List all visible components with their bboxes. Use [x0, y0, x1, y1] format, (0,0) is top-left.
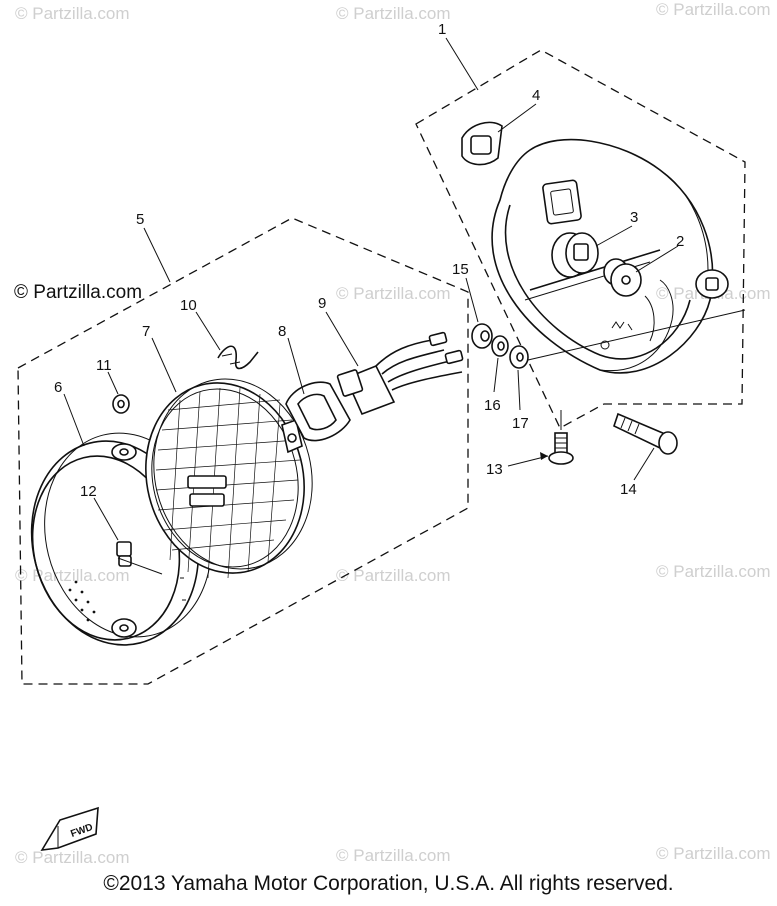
- copyright-notice: ©2013 Yamaha Motor Corporation, U.S.A. A…: [103, 872, 674, 895]
- bolt-13: [548, 410, 574, 465]
- watermark: © Partzilla.com: [14, 282, 143, 303]
- washer-16: [491, 335, 509, 357]
- headlight-housing: [491, 138, 729, 374]
- watermark: © Partzilla.com: [336, 846, 451, 865]
- callout-1: 1: [438, 21, 446, 38]
- callout-numbers: 1 2 3 4 5 6 7 8 9 10 11 12 13 14 15 16 1…: [54, 21, 684, 500]
- callout-13: 13: [486, 461, 503, 478]
- grommet-2: [603, 258, 642, 297]
- bulb-socket: [281, 418, 303, 454]
- group-outline-housing: [415, 49, 746, 429]
- bulb-boot-8: [285, 381, 351, 442]
- washer-17: [509, 345, 529, 369]
- forward-direction-icon: FWD: [40, 806, 99, 851]
- headlight-lens-unit: [145, 378, 313, 579]
- callout-14: 14: [620, 481, 637, 498]
- watermark: © Partzilla.com: [336, 4, 451, 23]
- bulb-connector-9: [336, 331, 464, 416]
- callout-6: 6: [54, 379, 62, 396]
- callout-5: 5: [136, 211, 144, 228]
- bolt-14: [613, 412, 678, 455]
- callout-8: 8: [278, 323, 286, 340]
- callout-17: 17: [512, 415, 529, 432]
- nut-15: [471, 323, 493, 349]
- callout-4: 4: [532, 87, 540, 104]
- watermark: © Partzilla.com: [656, 844, 771, 863]
- callout-12: 12: [80, 483, 97, 500]
- callout-10: 10: [180, 297, 197, 314]
- watermark: © Partzilla.com: [15, 566, 130, 585]
- watermark: © Partzilla.com: [656, 0, 771, 19]
- grommet-3: [551, 232, 599, 278]
- watermark: © Partzilla.com: [15, 4, 130, 23]
- watermark: © Partzilla.com: [336, 284, 451, 303]
- callout-16: 16: [484, 397, 501, 414]
- watermark: © Partzilla.com: [15, 848, 130, 867]
- callout-9: 9: [318, 295, 326, 312]
- spring-10: [217, 345, 259, 370]
- grommet-4: [461, 121, 503, 166]
- screw-11: [112, 394, 130, 414]
- callout-leaders: [63, 37, 679, 575]
- callout-2: 2: [676, 233, 684, 250]
- watermark: © Partzilla.com: [336, 566, 451, 585]
- callout-3: 3: [630, 209, 638, 226]
- callout-7: 7: [142, 323, 150, 340]
- callout-15: 15: [452, 261, 469, 278]
- callout-11: 11: [96, 357, 112, 374]
- watermark: © Partzilla.com: [656, 562, 771, 581]
